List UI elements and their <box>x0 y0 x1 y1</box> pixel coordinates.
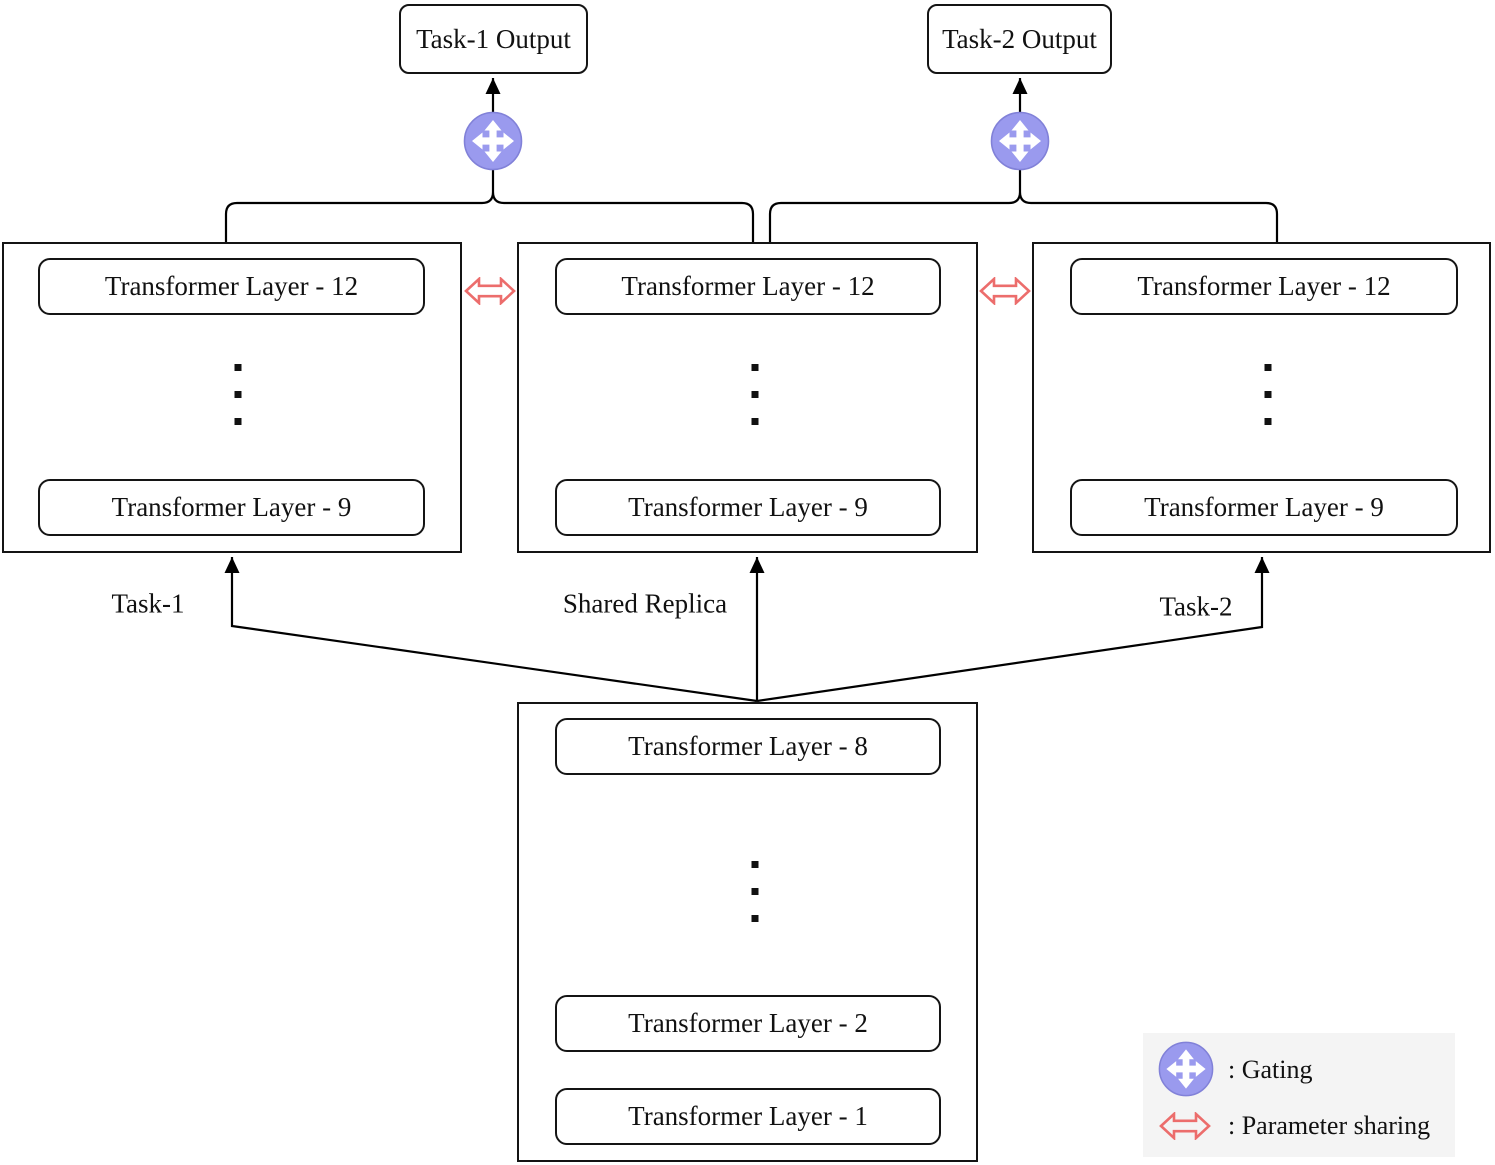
task2-tower-box <box>1032 242 1491 553</box>
ellipsis-dot <box>751 364 759 371</box>
vertical-ellipsis <box>751 364 759 425</box>
legend-panel: : Gating : Parameter sharing <box>1143 1033 1455 1157</box>
vertical-ellipsis <box>1264 364 1272 425</box>
ellipsis-dot <box>751 915 759 922</box>
shared-layer12-box: Transformer Layer - 12 <box>555 258 941 315</box>
ellipsis-dot <box>234 418 242 425</box>
brace-to-gating2 <box>768 170 1279 242</box>
shared-replica-label: Shared Replica <box>562 588 728 619</box>
ellipsis-dot <box>751 418 759 425</box>
task1-layer12-box: Transformer Layer - 12 <box>38 258 425 315</box>
ellipsis-dot <box>234 364 242 371</box>
task2-label: Task-2 <box>1159 591 1233 622</box>
base-layer8-box: Transformer Layer - 8 <box>555 718 941 775</box>
vertical-ellipsis <box>751 861 759 922</box>
ellipsis-dot <box>751 861 759 868</box>
task1-layer9-box: Transformer Layer - 9 <box>38 479 425 536</box>
parameter-sharing-icon <box>464 277 516 305</box>
ellipsis-dot <box>234 391 242 398</box>
shared-tower-box <box>517 242 978 553</box>
task1-output-box: Task-1 Output <box>399 4 588 74</box>
brace-to-gating1 <box>224 170 755 242</box>
gating-icon <box>1158 1041 1214 1097</box>
ellipsis-dot <box>1264 391 1272 398</box>
ellipsis-dot <box>751 391 759 398</box>
task2-output-box: Task-2 Output <box>927 4 1112 74</box>
base-layer2-box: Transformer Layer - 2 <box>555 995 941 1052</box>
task2-layer9-box: Transformer Layer - 9 <box>1070 479 1458 536</box>
legend-gating-label: : Gating <box>1228 1055 1313 1084</box>
task1-label: Task-1 <box>111 588 185 619</box>
vertical-ellipsis <box>234 364 242 425</box>
arrow-base-to-task2 <box>756 557 1270 703</box>
task1-tower-box <box>2 242 462 553</box>
task2-layer12-box: Transformer Layer - 12 <box>1070 258 1458 315</box>
arrow-base-to-task1 <box>224 557 758 703</box>
base-stack-box <box>517 702 978 1162</box>
parameter-sharing-icon <box>979 277 1031 305</box>
gating-nodes <box>463 111 1050 171</box>
ellipsis-dot <box>751 888 759 895</box>
parameter-sharing-icon <box>1159 1112 1211 1140</box>
gating-icon <box>990 111 1050 171</box>
shared-layer9-box: Transformer Layer - 9 <box>555 479 941 536</box>
legend-parameter-sharing-label: : Parameter sharing <box>1228 1111 1431 1140</box>
gating-icon <box>463 111 523 171</box>
ellipsis-dot <box>1264 418 1272 425</box>
ellipsis-dot <box>1264 364 1272 371</box>
base-layer1-box: Transformer Layer - 1 <box>555 1088 941 1145</box>
